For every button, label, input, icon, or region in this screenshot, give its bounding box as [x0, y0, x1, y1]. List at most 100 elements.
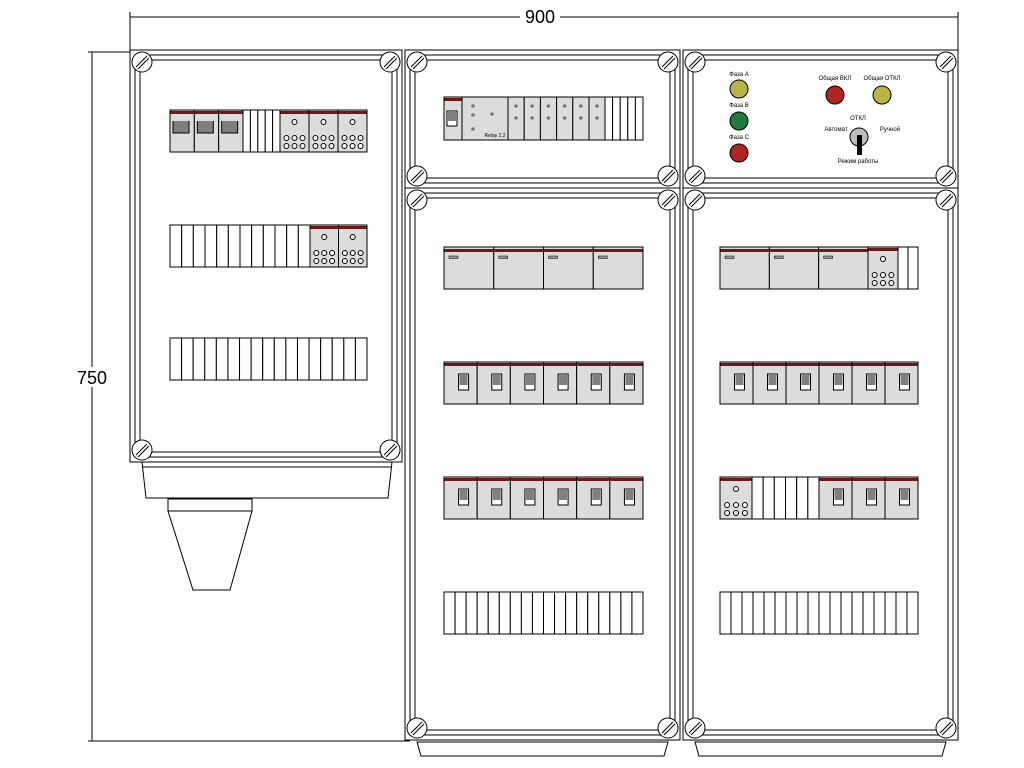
screw-slot	[688, 721, 701, 734]
screw-icon	[657, 189, 679, 211]
screw-icon	[131, 439, 153, 461]
blank-strip	[249, 109, 259, 153]
blank-strip	[895, 591, 908, 635]
blank-strip	[169, 337, 183, 381]
enclosure-rim	[409, 54, 676, 184]
module-stripe	[444, 363, 477, 366]
switch-title: Режим работы	[838, 159, 879, 165]
screw-terminal-icon	[341, 250, 348, 256]
height-dimension: 750	[77, 368, 107, 388]
breaker-group	[169, 109, 244, 153]
toggle-icon	[735, 375, 744, 385]
circuit-breaker	[884, 361, 919, 405]
toggle-icon	[459, 490, 468, 500]
blank-strip	[286, 224, 299, 268]
circuit-breaker	[543, 476, 578, 520]
module-stripe	[310, 226, 338, 229]
screw-slot	[410, 193, 423, 206]
lamp-phase-a	[729, 79, 749, 99]
circuit-breaker	[169, 109, 195, 153]
blank-strip	[250, 337, 264, 381]
screw-terminal-icon	[888, 272, 895, 278]
circuit-breaker	[509, 476, 545, 520]
screw-terminal-icon	[341, 135, 348, 141]
screw-terminal-icon	[313, 250, 320, 256]
module-stripe	[477, 363, 510, 366]
cable-gland	[141, 461, 393, 591]
module-stripe	[610, 363, 643, 366]
general-off-button[interactable]	[872, 85, 892, 105]
screw-terminal-icon	[283, 135, 290, 141]
contactor	[443, 246, 495, 290]
enclosure-outer	[682, 49, 959, 189]
screw-icon	[379, 439, 401, 461]
circuit-breaker	[719, 361, 754, 405]
indicator-slot	[774, 255, 784, 259]
module-stripe	[610, 478, 643, 481]
blank-strip	[487, 591, 500, 635]
blank-strip	[906, 591, 919, 635]
screw-slot	[688, 193, 701, 206]
blank-strip	[257, 109, 266, 153]
module-stripe	[194, 111, 219, 114]
terminal-group	[867, 246, 899, 290]
blank-strip	[774, 591, 787, 635]
screw-terminal-icon	[349, 250, 356, 256]
blank-strip	[565, 591, 578, 635]
blank-strip	[807, 591, 820, 635]
screw-slot	[385, 57, 398, 70]
terminal-group	[309, 224, 368, 268]
toggle-icon	[172, 121, 190, 134]
blank-strips	[169, 224, 311, 268]
screw-slot	[410, 55, 423, 68]
screw-slot	[383, 55, 396, 68]
blank-strip	[297, 224, 311, 268]
screw-slot	[939, 193, 952, 206]
screw-slot	[663, 57, 676, 70]
blank-strip	[543, 591, 556, 635]
screw-icon	[657, 165, 679, 187]
screw-slot	[939, 55, 952, 68]
screw-icon	[935, 717, 957, 739]
blank-strip	[730, 591, 743, 635]
led-icon	[514, 116, 518, 120]
screw-terminal-icon	[329, 258, 336, 264]
module-stripe	[819, 478, 852, 481]
led-icon	[471, 104, 475, 108]
terminal-group	[279, 109, 368, 153]
screw-icon	[657, 717, 679, 739]
screw-slot	[663, 195, 676, 208]
enclosure-rim	[687, 54, 954, 184]
blank-strip	[531, 591, 545, 635]
blank-strip	[873, 591, 886, 635]
blank-strip	[498, 591, 511, 635]
screw-slot	[941, 171, 954, 184]
blank-strip	[627, 96, 636, 141]
blank-strip	[612, 96, 621, 141]
lamp-label-b: Фаза B	[729, 103, 749, 109]
screw-slot	[137, 57, 150, 70]
general-on-button[interactable]	[825, 85, 845, 105]
blank-strip	[631, 591, 644, 635]
module-stripe	[885, 363, 918, 366]
module-stripe	[339, 226, 367, 229]
switch-label-auto: Автомат	[824, 127, 847, 133]
screw-terminal-icon	[349, 234, 356, 240]
blank-strip	[354, 337, 368, 381]
led-icon	[530, 116, 534, 120]
circuit-breaker	[193, 109, 220, 153]
blank-strip	[907, 246, 919, 290]
blank-strip	[604, 96, 614, 141]
contactor	[543, 246, 594, 290]
screw-icon	[131, 51, 153, 73]
blank-strip	[272, 109, 281, 153]
mode-selector-switch[interactable]	[849, 127, 869, 155]
blank-strip	[807, 476, 820, 520]
screw-terminal-icon	[880, 256, 886, 262]
toggle-icon	[867, 490, 876, 500]
blank-strips	[719, 591, 919, 635]
blank-strip	[239, 337, 252, 381]
blank-strip	[227, 224, 241, 268]
breaker-body	[443, 361, 478, 405]
blank-strip	[773, 476, 786, 520]
